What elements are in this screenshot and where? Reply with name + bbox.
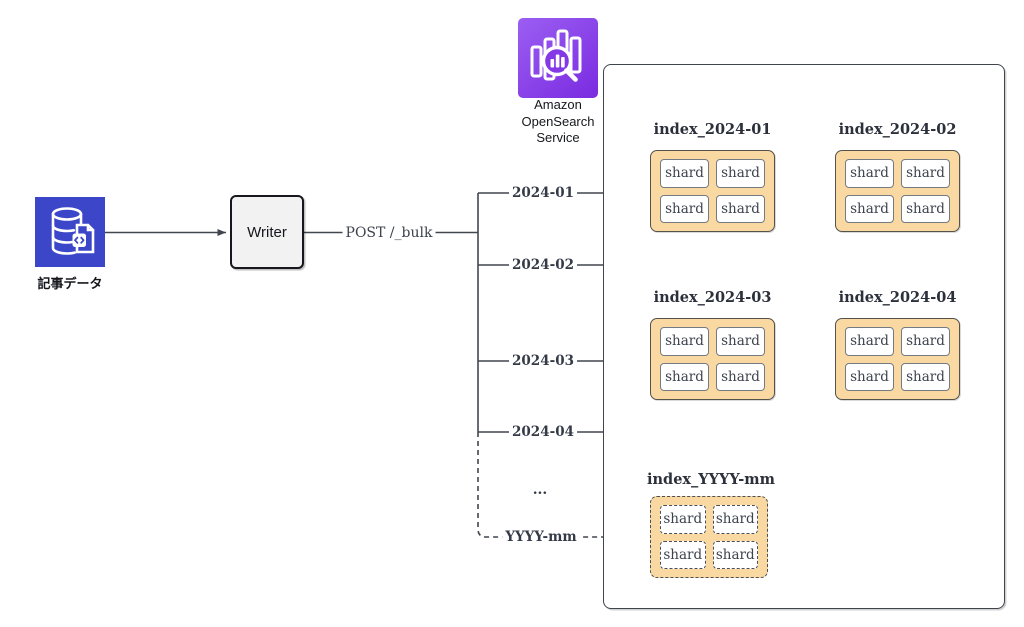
branch-label-2024-02: 2024-02 <box>509 257 577 273</box>
shard-cell: shard <box>712 540 758 569</box>
shard-cell: shard <box>660 505 706 534</box>
branch-label-2024-03: 2024-03 <box>509 353 577 369</box>
service-label: Amazon OpenSearch Service <box>521 97 595 146</box>
index-title: index_YYYY-mm <box>647 471 775 488</box>
writer-label: Writer <box>247 223 287 241</box>
opensearch-icon <box>518 18 598 98</box>
writer-node: Writer <box>230 195 304 269</box>
shard-cell: shard <box>901 362 950 391</box>
shard-cell: shard <box>845 362 894 391</box>
shard-cell: shard <box>716 159 765 188</box>
shard-cell: shard <box>716 194 765 223</box>
shard-cell: shard <box>716 327 765 356</box>
index-box-2024-03: shard shard shard shard <box>650 318 775 400</box>
shard-cell: shard <box>660 362 709 391</box>
shard-cell: shard <box>660 540 706 569</box>
shard-cell: shard <box>901 327 950 356</box>
shard-cell: shard <box>901 159 950 188</box>
branch-label-2024-04: 2024-04 <box>509 424 577 440</box>
index-box-2024-02: shard shard shard shard <box>835 150 960 232</box>
index-title: index_2024-04 <box>838 289 957 306</box>
database-icon <box>35 197 105 267</box>
shard-cell: shard <box>660 159 709 188</box>
branch-label-yyyy-mm: YYYY-mm <box>502 529 580 545</box>
index-title: index_2024-02 <box>838 121 957 138</box>
index-box-2024-01: shard shard shard shard <box>650 150 775 232</box>
index-box-2024-04: shard shard shard shard <box>835 318 960 400</box>
source-label: 記事データ <box>37 276 103 291</box>
request-label: POST /_bulk <box>342 225 436 241</box>
shard-cell: shard <box>845 327 894 356</box>
shard-cell: shard <box>845 159 894 188</box>
shard-cell: shard <box>660 194 709 223</box>
shard-cell: shard <box>716 362 765 391</box>
shard-cell: shard <box>901 194 950 223</box>
index-title: index_2024-03 <box>653 289 772 306</box>
branch-label-ellipsis: ... <box>532 482 548 498</box>
index-title: index_2024-01 <box>653 121 772 138</box>
index-box-yyyy-mm: shard shard shard shard <box>650 496 768 578</box>
shard-cell: shard <box>845 194 894 223</box>
shard-cell: shard <box>660 327 709 356</box>
shard-cell: shard <box>712 505 758 534</box>
branch-label-2024-01: 2024-01 <box>509 185 577 201</box>
